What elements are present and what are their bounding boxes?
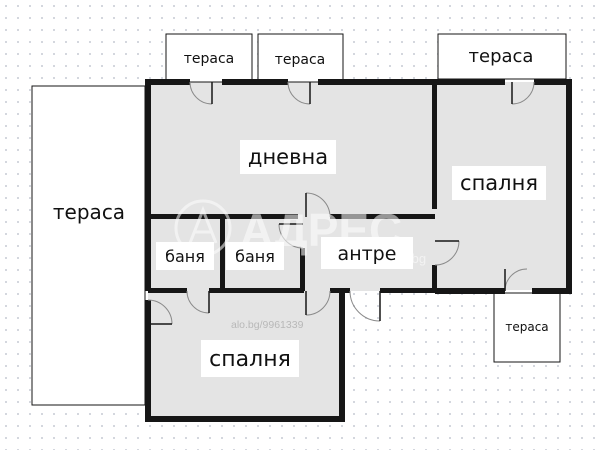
wall: [432, 79, 437, 209]
terrace-bottom-right-area: [493, 292, 561, 363]
label-bg: [156, 242, 214, 270]
door-bedroom-right: [434, 240, 460, 266]
door-terrace-top-right: [511, 81, 535, 105]
terrace-left-area: [31, 85, 146, 406]
door-living-hallway: [305, 192, 331, 218]
door-hallway-entrance: [349, 290, 381, 322]
wall: [300, 248, 305, 291]
doors: [147, 81, 535, 325]
listing-reference: alo.bg/9961339: [231, 319, 304, 331]
door-terrace-top-2: [287, 81, 311, 105]
wall: [209, 288, 304, 293]
label-bg: [226, 242, 284, 270]
door-bathroom-2: [278, 223, 304, 249]
wall: [330, 288, 350, 293]
wall: [339, 291, 345, 422]
wall: [148, 214, 298, 219]
wall: [220, 217, 225, 291]
wall: [330, 214, 435, 219]
terrace-top-1-area: [165, 33, 253, 83]
wall: [145, 300, 151, 422]
label-bg: [452, 166, 546, 200]
wall: [566, 79, 572, 293]
door-hallway-bedroom: [305, 290, 331, 316]
hallway-label: антре: [338, 243, 397, 265]
terrace-top-2-area: [257, 33, 344, 83]
room-labels: дневна спалня баня баня антре спалня тер…: [53, 46, 549, 377]
door-terrace-bottom-right: [504, 268, 528, 292]
wall: [318, 79, 505, 85]
label-bg: [201, 340, 299, 377]
walls: [145, 79, 572, 422]
wall: [534, 79, 569, 85]
wall: [432, 265, 437, 293]
wall: [145, 79, 190, 85]
wall: [145, 416, 345, 422]
bathroom-2-label: баня: [235, 247, 275, 266]
bedroom-right-label: спалня: [460, 171, 538, 195]
terrace-top-right-area: [437, 33, 567, 80]
bathroom-1-label: баня: [165, 247, 205, 266]
terrace-top-2-label: тераса: [275, 52, 326, 68]
wall: [148, 288, 187, 293]
terrace-bottom-right-label: тераса: [505, 320, 548, 334]
terrace-top-right-label: тераса: [469, 46, 534, 67]
label-bg: [240, 140, 336, 174]
bedroom-bottom-label: спалня: [209, 347, 291, 372]
terrace-left-label: тераса: [53, 200, 125, 224]
wall: [145, 79, 151, 291]
door-terrace-top-1: [189, 81, 213, 105]
watermark-logo-mark: [188, 205, 218, 244]
door-terrace-left: [147, 299, 173, 325]
living-room-label: дневна: [248, 145, 328, 169]
terrace-top-1-label: тераса: [184, 51, 235, 67]
wall: [435, 288, 505, 294]
wall: [222, 79, 288, 85]
wall: [532, 288, 572, 294]
label-bg: [321, 237, 413, 269]
door-bathroom-1: [186, 290, 210, 314]
wall: [380, 288, 437, 293]
